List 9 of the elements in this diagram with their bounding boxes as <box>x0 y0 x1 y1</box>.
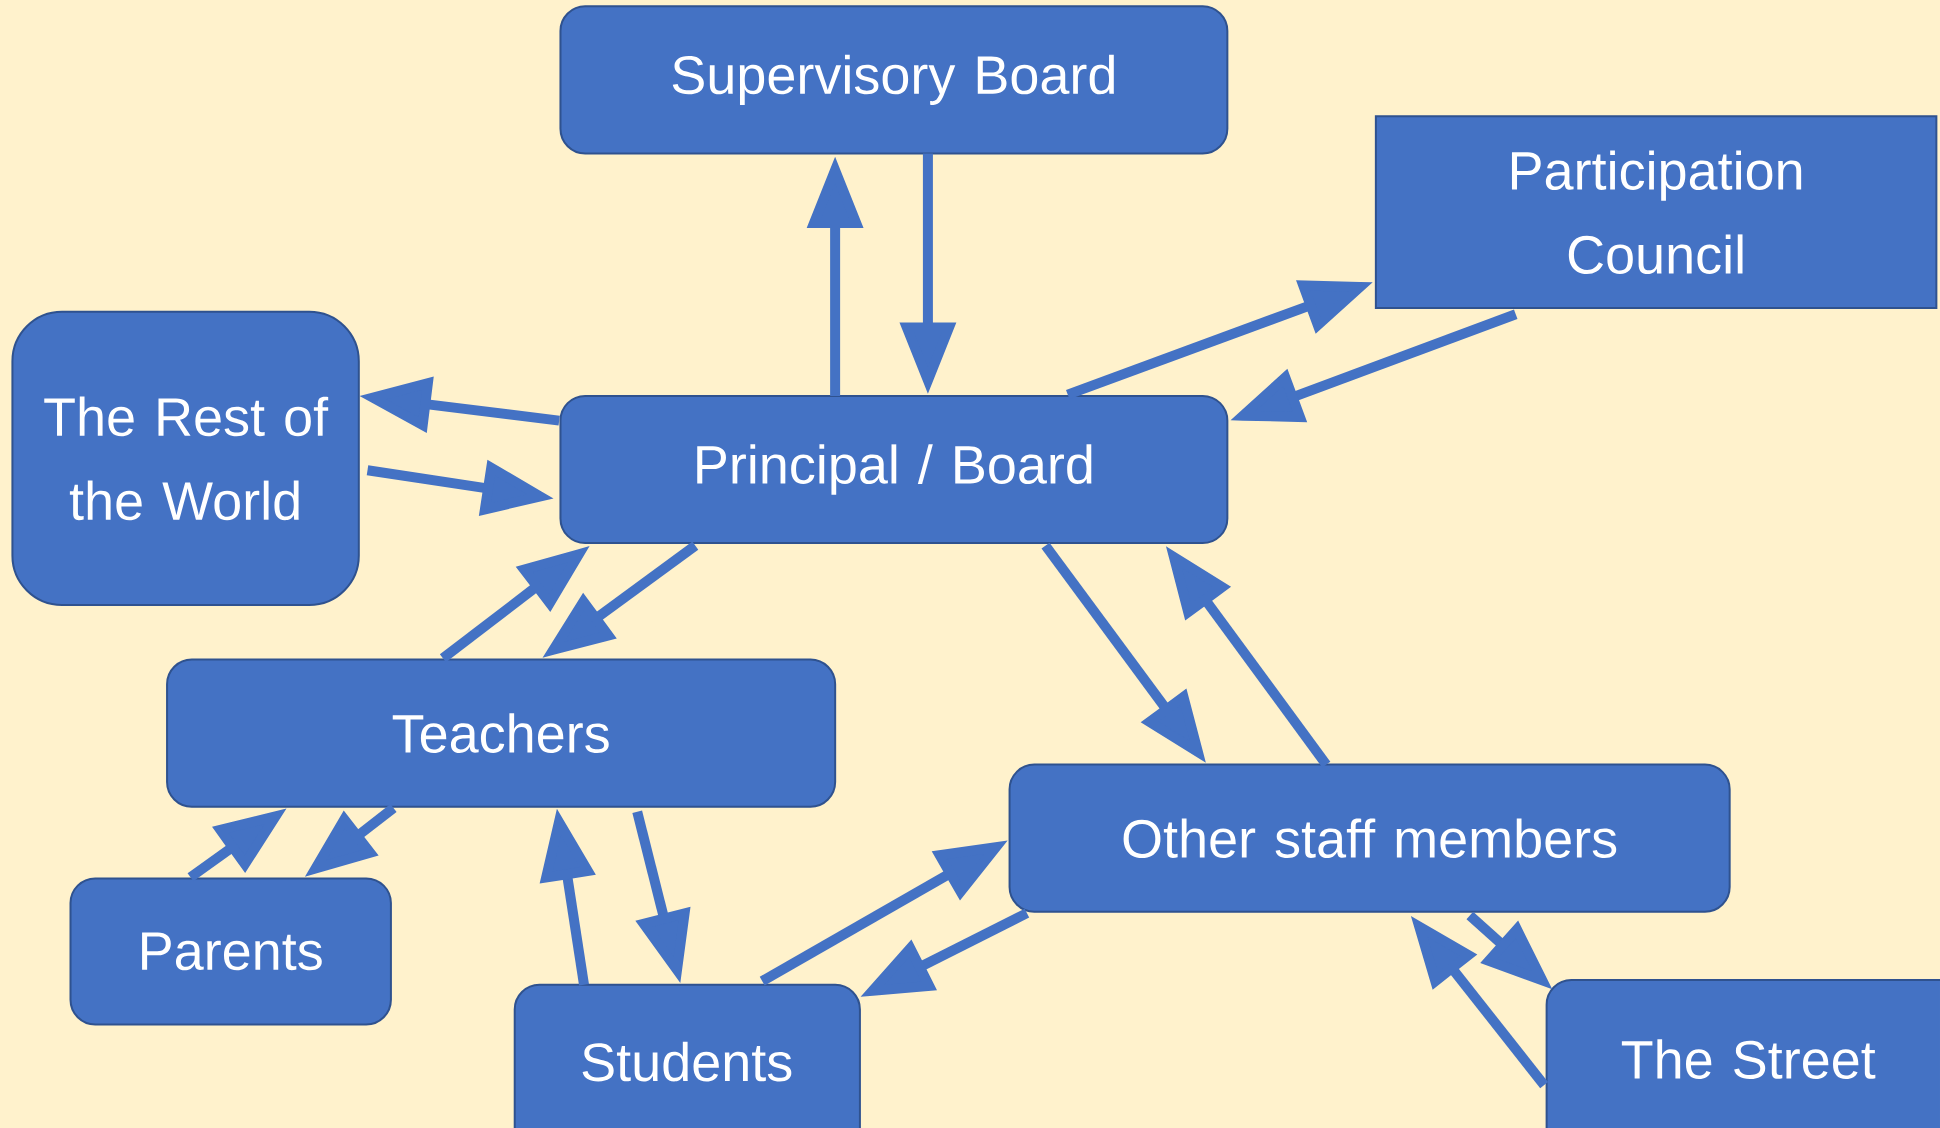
box: The Rest of the World <box>11 310 360 606</box>
box: Parents <box>69 877 392 1026</box>
box: Other staff members <box>1008 763 1731 913</box>
box: Supervisory Board <box>559 5 1229 155</box>
box: Participation Council <box>1374 115 1938 310</box>
box: Teachers <box>166 658 837 808</box>
box: Principal / Board <box>559 394 1229 545</box>
box: Students <box>513 983 861 1128</box>
box: The Street <box>1545 978 1940 1128</box>
